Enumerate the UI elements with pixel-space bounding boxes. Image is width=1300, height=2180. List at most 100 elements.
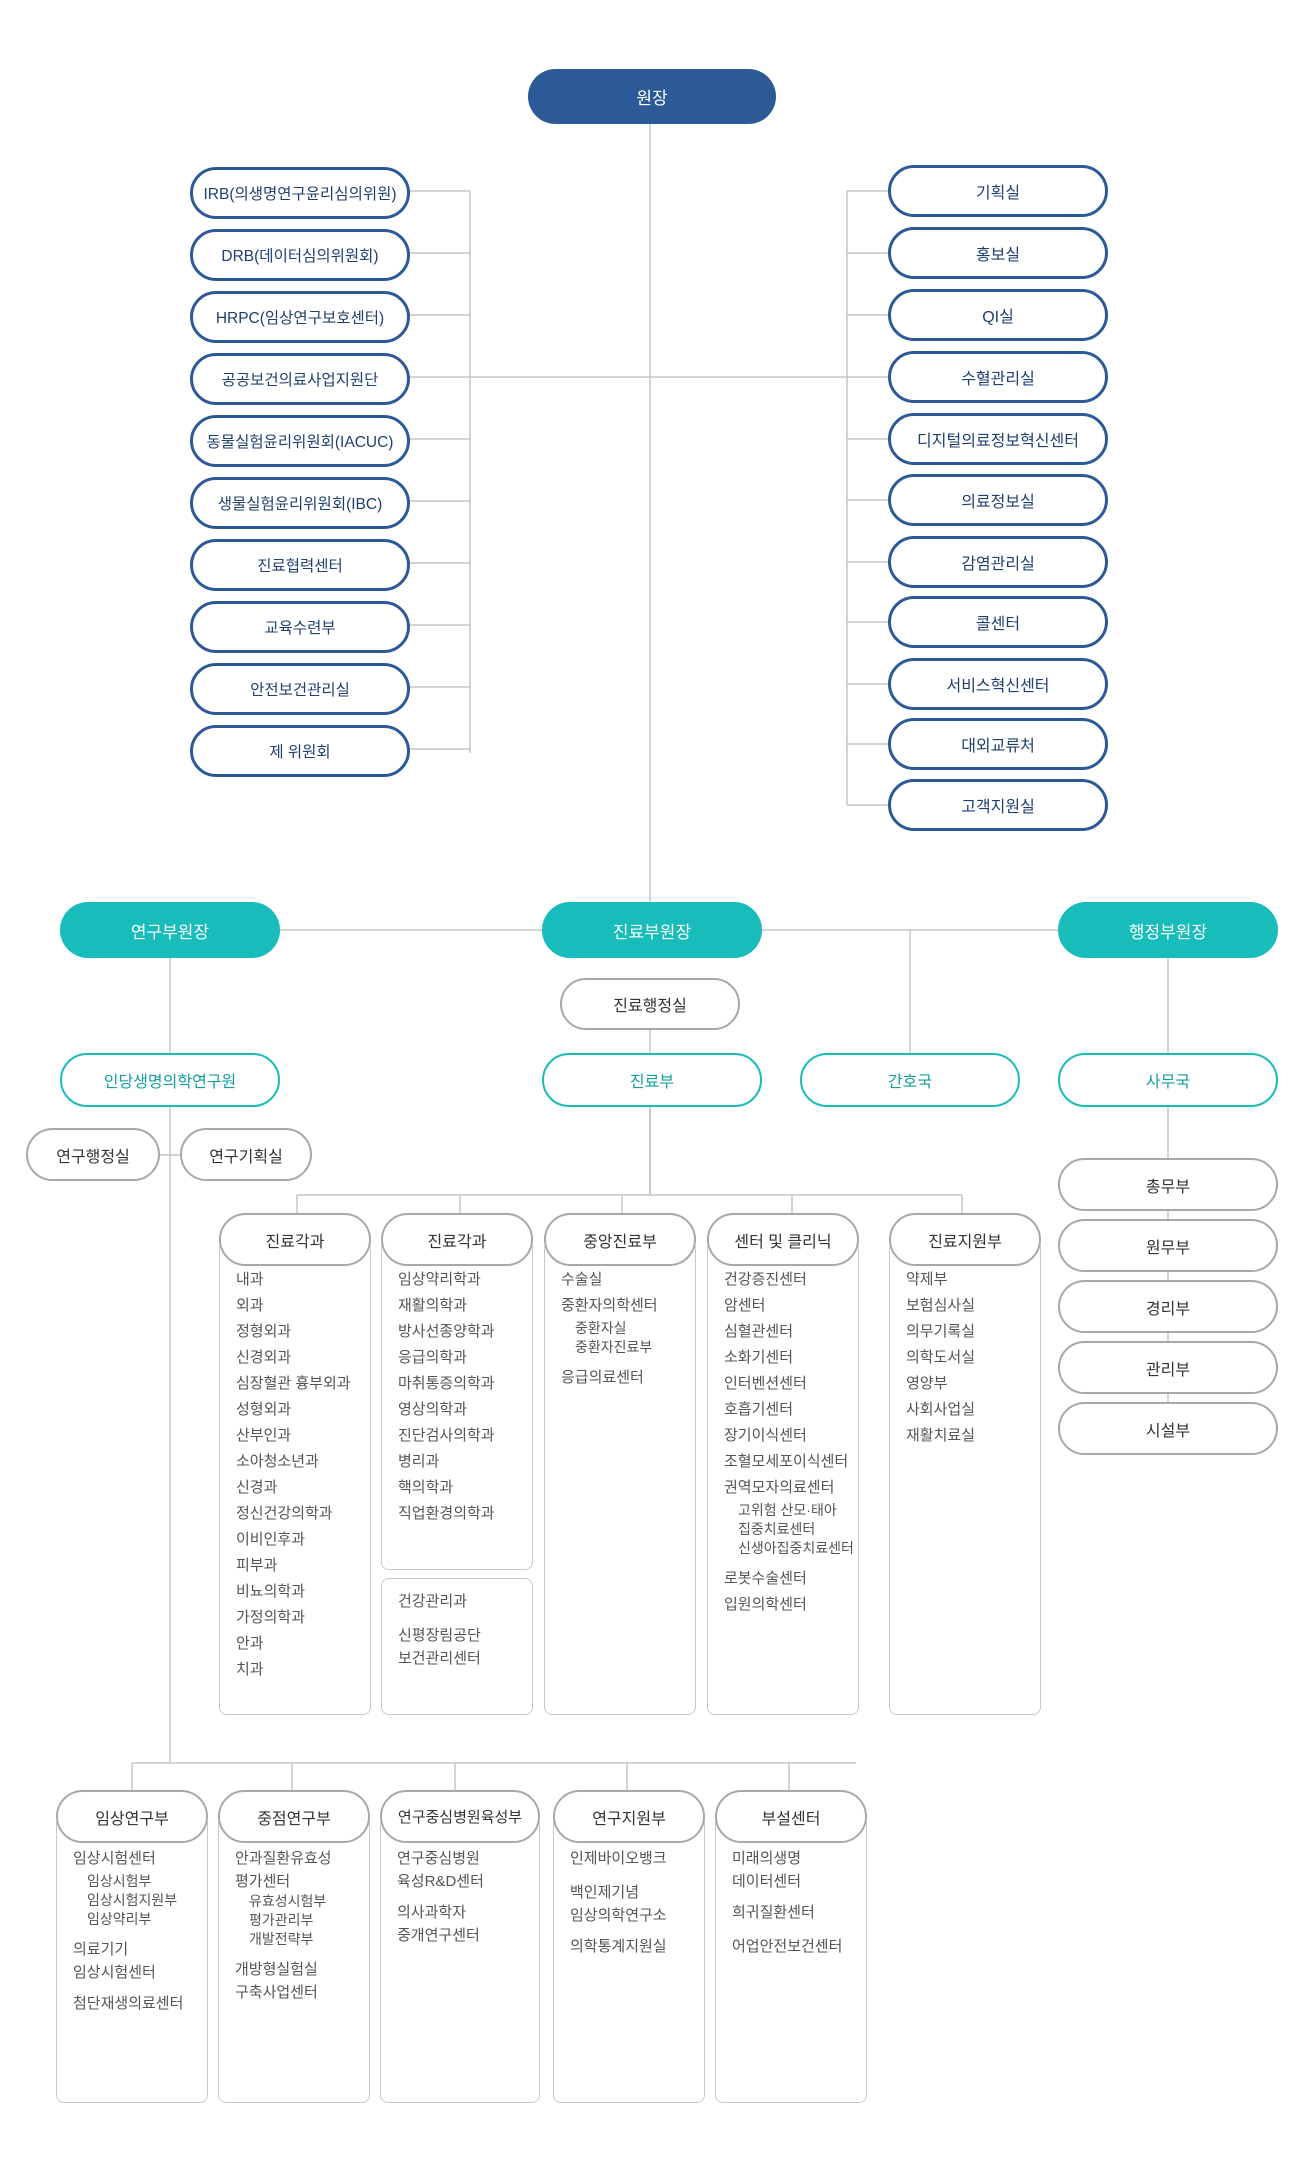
list-item: 미래의생명 bbox=[732, 1850, 802, 1867]
director-node[interactable]: 원장 bbox=[528, 69, 776, 124]
list-item: 응급의학과 bbox=[398, 1349, 468, 1366]
list-item: 정형외과 bbox=[236, 1323, 292, 1340]
clinic-group-title[interactable]: 중앙진료부 bbox=[544, 1213, 696, 1266]
research-group-title[interactable]: 중점연구부 bbox=[218, 1790, 370, 1843]
research-institute-node[interactable]: 인당생명의학연구원 bbox=[60, 1053, 280, 1107]
list-item: 건강증진센터 bbox=[724, 1271, 807, 1288]
office-node[interactable]: 대외교류처 bbox=[888, 718, 1108, 770]
list-item: 임상시험부 bbox=[87, 1873, 152, 1889]
clinical-office-node[interactable]: 진료행정실 bbox=[560, 978, 740, 1030]
list-item: 임상시험센터 bbox=[73, 1850, 156, 1867]
committee-node[interactable]: 공공보건의료사업지원단 bbox=[190, 353, 410, 405]
list-item: 의사과학자 bbox=[397, 1904, 467, 1921]
admin-unit-node[interactable]: 관리부 bbox=[1058, 1341, 1278, 1394]
office-node[interactable]: 의료정보실 bbox=[888, 474, 1108, 526]
list-item: 개방형실험실 bbox=[235, 1961, 318, 1978]
list-item: 암센터 bbox=[724, 1297, 766, 1314]
list-item: 권역모자의료센터 bbox=[724, 1479, 835, 1496]
clinic-group-title[interactable]: 진료각과 bbox=[219, 1213, 371, 1266]
admin-unit-node[interactable]: 시설부 bbox=[1058, 1402, 1278, 1455]
research-group-title[interactable]: 임상연구부 bbox=[56, 1790, 208, 1843]
vice-research-node[interactable]: 연구부원장 bbox=[60, 902, 280, 958]
list-item: 중환자실 bbox=[575, 1320, 627, 1336]
committee-node[interactable]: IRB(의생명연구윤리심의위원) bbox=[190, 167, 410, 219]
research-group-title[interactable]: 연구중심병원육성부 bbox=[380, 1790, 540, 1843]
committee-node[interactable]: 제 위원회 bbox=[190, 725, 410, 777]
vice-clinical-node[interactable]: 진료부원장 bbox=[542, 902, 762, 958]
admin-unit-node[interactable]: 총무부 bbox=[1058, 1158, 1278, 1211]
list-item: 안과 bbox=[236, 1635, 264, 1652]
vice-admin-node[interactable]: 행정부원장 bbox=[1058, 902, 1278, 958]
list-item: 입원의학센터 bbox=[724, 1596, 807, 1613]
list-item: 건강관리과 bbox=[398, 1593, 468, 1610]
list-item: 의료기기 bbox=[73, 1941, 129, 1958]
list-item: 수술실 bbox=[561, 1271, 603, 1288]
list-item: 안과질환유효성 bbox=[235, 1850, 332, 1867]
list-item: 조혈모세포이식센터 bbox=[724, 1453, 849, 1470]
committee-node[interactable]: 교육수련부 bbox=[190, 601, 410, 653]
list-item: 영상의학과 bbox=[398, 1401, 468, 1418]
list-item: 신생아집중치료센터 bbox=[738, 1540, 854, 1556]
office-node[interactable]: 서비스혁신센터 bbox=[888, 658, 1108, 710]
list-item: 고위험 산모·태아 bbox=[738, 1502, 837, 1518]
list-item: 직업환경의학과 bbox=[398, 1505, 495, 1522]
office-node[interactable]: QI실 bbox=[888, 289, 1108, 341]
committee-node[interactable]: DRB(데이터심의위원회) bbox=[190, 229, 410, 281]
list-item: 외과 bbox=[236, 1297, 264, 1314]
clinic-group-title[interactable]: 센터 및 클리닉 bbox=[707, 1213, 859, 1266]
nursing-node[interactable]: 간호국 bbox=[800, 1053, 1020, 1107]
admin-unit-node[interactable]: 경리부 bbox=[1058, 1280, 1278, 1333]
office-node[interactable]: 홍보실 bbox=[888, 227, 1108, 279]
list-item: 비뇨의학과 bbox=[236, 1583, 306, 1600]
clinical-dept-node[interactable]: 진료부 bbox=[542, 1053, 762, 1107]
list-item: 인터벤션센터 bbox=[724, 1375, 807, 1392]
list-item: 의학통계지원실 bbox=[570, 1938, 667, 1955]
list-item: 데이터센터 bbox=[732, 1873, 802, 1890]
admin-unit-node[interactable]: 원무부 bbox=[1058, 1219, 1278, 1272]
list-item: 의학도서실 bbox=[906, 1349, 976, 1366]
list-item: 보험심사실 bbox=[906, 1297, 976, 1314]
office-node[interactable]: 기획실 bbox=[888, 165, 1108, 217]
office-node[interactable]: 수혈관리실 bbox=[888, 351, 1108, 403]
office-node[interactable]: 디지털의료정보혁신센터 bbox=[888, 413, 1108, 465]
secretariat-node[interactable]: 사무국 bbox=[1058, 1053, 1278, 1107]
list-item: 집중치료센터 bbox=[738, 1521, 816, 1537]
committee-node[interactable]: 생물실험윤리위원회(IBC) bbox=[190, 477, 410, 529]
list-item: 로봇수술센터 bbox=[724, 1570, 807, 1587]
list-item: 심혈관센터 bbox=[724, 1323, 794, 1340]
list-item: 재활의학과 bbox=[398, 1297, 468, 1314]
list-item: 인제바이오뱅크 bbox=[570, 1850, 667, 1867]
committee-node[interactable]: 진료협력센터 bbox=[190, 539, 410, 591]
office-node[interactable]: 콜센터 bbox=[888, 596, 1108, 648]
list-item: 치과 bbox=[236, 1661, 264, 1678]
research-planning-node[interactable]: 연구기획실 bbox=[180, 1128, 312, 1181]
committee-node[interactable]: HRPC(임상연구보호센터) bbox=[190, 291, 410, 343]
clinic-group-title[interactable]: 진료지원부 bbox=[889, 1213, 1041, 1266]
list-item: 임상의학연구소 bbox=[570, 1907, 667, 1924]
list-item: 응급의료센터 bbox=[561, 1369, 644, 1386]
office-node[interactable]: 고객지원실 bbox=[888, 779, 1108, 831]
office-node[interactable]: 감염관리실 bbox=[888, 536, 1108, 588]
research-group-title[interactable]: 부설센터 bbox=[715, 1790, 867, 1843]
list-item: 가정의학과 bbox=[236, 1609, 306, 1626]
list-item: 약제부 bbox=[906, 1271, 948, 1288]
list-item: 육성R&D센터 bbox=[397, 1873, 484, 1890]
committee-node[interactable]: 동물실험윤리위원회(IACUC) bbox=[190, 415, 410, 467]
research-admin-node[interactable]: 연구행정실 bbox=[26, 1128, 160, 1181]
list-item: 구축사업센터 bbox=[235, 1984, 318, 2001]
research-group-title[interactable]: 연구지원부 bbox=[553, 1790, 705, 1843]
list-item: 내과 bbox=[236, 1271, 264, 1288]
clinic-group-title[interactable]: 진료각과 bbox=[381, 1213, 533, 1266]
committee-node[interactable]: 안전보건관리실 bbox=[190, 663, 410, 715]
list-item: 희귀질환센터 bbox=[732, 1904, 815, 1921]
list-item: 피부과 bbox=[236, 1557, 278, 1574]
